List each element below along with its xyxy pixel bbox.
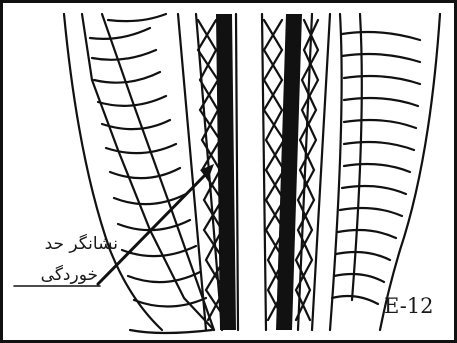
figure-code: E-12 xyxy=(384,296,434,317)
left-tread-ribs xyxy=(82,14,214,333)
indicator-label-line2: خوردگی xyxy=(10,267,98,284)
indicator-label-line1: نشانگر حد xyxy=(10,236,118,253)
right-tread-ribs xyxy=(330,14,420,330)
tread-wear-indicator-icon xyxy=(216,14,302,330)
